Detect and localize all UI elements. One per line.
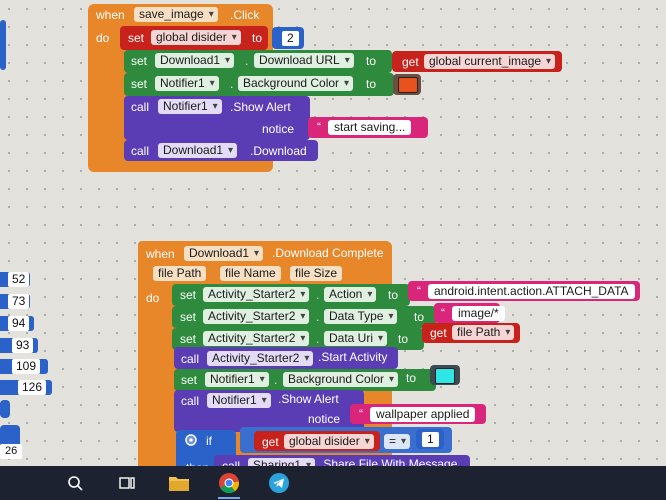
- text-value[interactable]: image/*: [441, 306, 505, 321]
- notice-param-label: notice: [308, 412, 341, 426]
- event-name: .Download Complete: [272, 246, 384, 260]
- event-param-file-path[interactable]: file Path: [153, 266, 207, 281]
- do-keyword: do: [146, 291, 160, 305]
- set-keyword: set: [131, 54, 148, 68]
- property-dropdown[interactable]: Action: [324, 287, 377, 302]
- dot-separator: .: [230, 77, 234, 91]
- set-keyword: set: [180, 310, 197, 324]
- number-block-109[interactable]: 109: [0, 359, 48, 374]
- to-keyword: to: [252, 31, 263, 45]
- partial-block-left[interactable]: [0, 400, 10, 418]
- call-keyword: call: [131, 100, 150, 114]
- notice-param-label: notice: [262, 122, 295, 136]
- blocks-workspace[interactable]: when save_image .Click do set global dis…: [0, 0, 666, 466]
- then-keyword: then: [186, 460, 209, 466]
- to-keyword: to: [366, 54, 377, 68]
- component-dropdown[interactable]: Notifier1: [158, 99, 222, 114]
- get-variable-dropdown[interactable]: global current_image: [424, 54, 556, 69]
- variable-dropdown[interactable]: global disider: [151, 30, 241, 45]
- number-block-94[interactable]: 94: [0, 316, 34, 331]
- get-variable-dropdown[interactable]: global disider: [284, 434, 374, 449]
- event-name: .Click: [230, 8, 260, 22]
- component-dropdown[interactable]: Activity_Starter2: [203, 331, 310, 346]
- get-keyword: get: [430, 326, 447, 340]
- dot-separator: .: [245, 54, 249, 68]
- operator-dropdown[interactable]: =: [384, 434, 411, 449]
- event-component-dropdown[interactable]: Download1: [184, 246, 264, 261]
- property-dropdown[interactable]: Background Color: [283, 372, 399, 387]
- component-dropdown[interactable]: Download1: [158, 143, 238, 158]
- method-name: .Start Activity: [318, 350, 388, 364]
- when-keyword: when: [96, 8, 125, 22]
- method-name: .Download: [250, 144, 307, 158]
- component-dropdown[interactable]: Notifier1: [155, 76, 219, 91]
- dot-separator: .: [274, 373, 278, 387]
- search-taskbar-icon[interactable]: [60, 471, 90, 495]
- number-value-26: 26: [0, 444, 23, 459]
- component-dropdown[interactable]: Activity_Starter2: [207, 351, 314, 366]
- call-keyword: call: [181, 394, 200, 408]
- event-param-file-size[interactable]: file Size: [290, 266, 343, 281]
- when-keyword: when: [146, 247, 175, 261]
- telegram-icon[interactable]: [264, 471, 294, 495]
- dot-separator: .: [316, 332, 320, 346]
- component-dropdown[interactable]: Notifier1: [207, 393, 271, 408]
- component-dropdown[interactable]: Sharing1: [248, 458, 316, 466]
- folder-icon[interactable]: [164, 471, 194, 495]
- number-value[interactable]: 2: [282, 31, 299, 46]
- method-name: .Show Alert: [230, 100, 291, 114]
- number-block-126[interactable]: 126: [0, 380, 52, 395]
- property-dropdown[interactable]: Data Type: [324, 309, 398, 324]
- set-keyword: set: [128, 31, 145, 45]
- set-keyword: set: [180, 332, 197, 346]
- get-keyword: get: [262, 435, 279, 449]
- number-block-73[interactable]: 73: [0, 294, 30, 309]
- event-param-file-name[interactable]: file Name: [220, 266, 281, 281]
- component-dropdown[interactable]: Download1: [155, 53, 235, 68]
- component-dropdown[interactable]: Notifier1: [205, 372, 269, 387]
- method-name: .Show Alert: [278, 392, 339, 406]
- chrome-icon[interactable]: [214, 471, 244, 499]
- dot-separator: .: [316, 310, 320, 324]
- text-value[interactable]: start saving...: [317, 120, 412, 135]
- set-keyword: set: [180, 288, 197, 302]
- task-view-icon[interactable]: [112, 471, 142, 495]
- method-name: .Share File With Message: [320, 457, 458, 466]
- color-swatch[interactable]: [398, 77, 418, 93]
- number-value[interactable]: 1: [422, 432, 439, 447]
- text-value[interactable]: wallpaper applied: [359, 407, 476, 422]
- get-variable-dropdown[interactable]: file Path: [452, 325, 515, 340]
- event-component-dropdown[interactable]: save_image: [134, 7, 218, 22]
- to-keyword: to: [414, 310, 425, 324]
- set-keyword: set: [131, 77, 148, 91]
- to-keyword: to: [388, 288, 399, 302]
- text-value[interactable]: android.intent.action.ATTACH_DATA: [417, 284, 635, 299]
- property-dropdown[interactable]: Data Uri: [324, 331, 388, 346]
- to-keyword: to: [366, 77, 377, 91]
- color-swatch[interactable]: [435, 368, 455, 384]
- set-keyword: set: [181, 373, 198, 387]
- component-dropdown[interactable]: Activity_Starter2: [203, 309, 310, 324]
- if-keyword: if: [206, 434, 212, 448]
- number-block-52[interactable]: 52: [0, 272, 30, 287]
- partial-block-top-left[interactable]: [0, 20, 6, 70]
- to-keyword: to: [398, 332, 409, 346]
- get-keyword: get: [402, 55, 419, 69]
- call-keyword: call: [181, 352, 200, 366]
- component-dropdown[interactable]: Activity_Starter2: [203, 287, 310, 302]
- number-block-93[interactable]: 93: [0, 338, 38, 353]
- taskbar: [0, 466, 666, 500]
- call-keyword: call: [222, 459, 241, 466]
- call-sharing-block[interactable]: [214, 455, 470, 466]
- property-dropdown[interactable]: Background Color: [238, 76, 354, 91]
- dot-separator: .: [316, 288, 320, 302]
- to-keyword: to: [406, 371, 417, 385]
- call-keyword: call: [131, 144, 150, 158]
- property-dropdown[interactable]: Download URL: [254, 53, 354, 68]
- do-keyword: do: [96, 31, 110, 45]
- mutator-gear-icon[interactable]: [184, 433, 198, 447]
